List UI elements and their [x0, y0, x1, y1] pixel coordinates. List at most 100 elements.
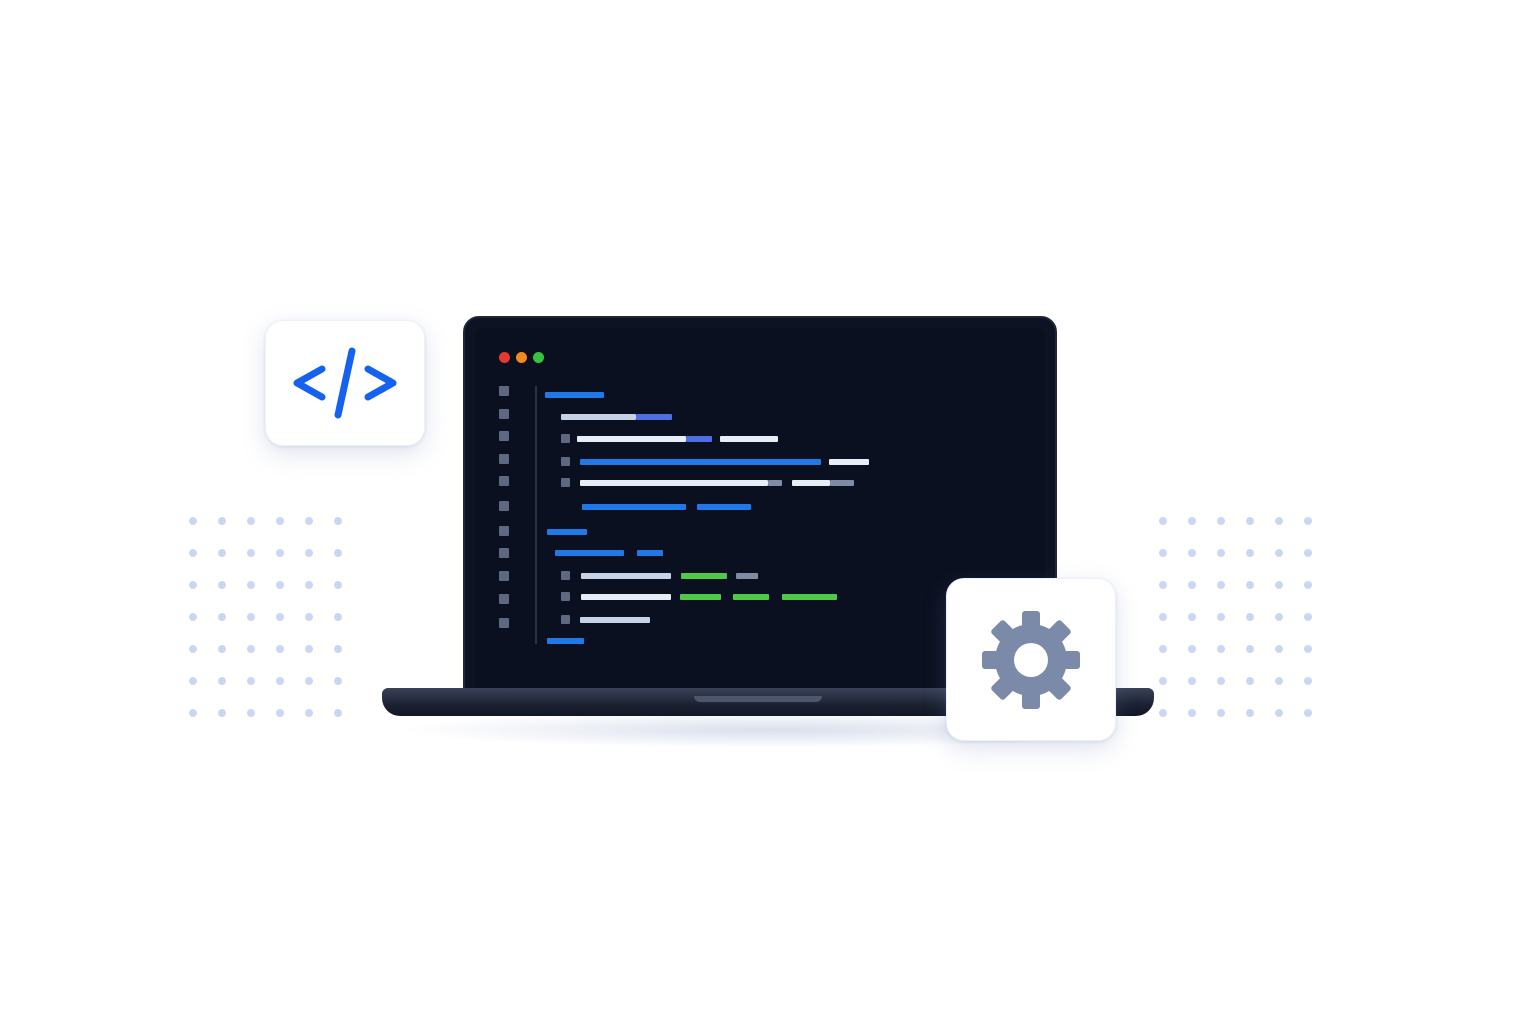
code-token [697, 504, 751, 510]
decor-dot [1246, 549, 1254, 557]
decor-dot [276, 581, 284, 589]
code-card [265, 320, 425, 446]
decor-dot [247, 709, 255, 717]
laptop-notch [694, 696, 822, 702]
code-fold-marker [561, 434, 570, 443]
window-maximize-dot [533, 352, 544, 363]
decor-dot [334, 517, 342, 525]
decor-dot [1304, 709, 1312, 717]
code-token [555, 550, 624, 556]
code-token [581, 573, 671, 579]
decor-dot [1188, 645, 1196, 653]
decor-dot [218, 677, 226, 685]
decor-dot [189, 645, 197, 653]
decor-dot [1188, 709, 1196, 717]
decor-dot [276, 677, 284, 685]
decor-dot [1188, 549, 1196, 557]
decor-dot [1159, 517, 1167, 525]
decor-dot [1159, 709, 1167, 717]
decor-dot [189, 581, 197, 589]
decor-dot [218, 613, 226, 621]
decor-dot [305, 645, 313, 653]
laptop-lid [463, 316, 1057, 692]
decor-dot [276, 517, 284, 525]
decor-dot [334, 549, 342, 557]
decor-dot [334, 613, 342, 621]
line-number-marker [499, 431, 509, 441]
gutter-divider [535, 386, 537, 644]
code-token [829, 459, 869, 465]
line-number-marker [499, 571, 509, 581]
decor-dot [1246, 581, 1254, 589]
decor-dot [218, 645, 226, 653]
code-token [830, 480, 854, 486]
decor-dot [247, 517, 255, 525]
decor-dot [189, 709, 197, 717]
decor-dot [247, 549, 255, 557]
decor-dot [1188, 581, 1196, 589]
decor-dot [1275, 581, 1283, 589]
line-number-marker [499, 454, 509, 464]
decor-dot [276, 613, 284, 621]
gear-icon [982, 610, 1080, 709]
line-number-marker [499, 594, 509, 604]
code-token [681, 573, 727, 579]
decor-dot [305, 581, 313, 589]
code-token [561, 414, 636, 420]
code-token [686, 436, 712, 442]
decor-dot [1188, 613, 1196, 621]
code-fold-marker [561, 615, 570, 624]
decor-dot [1304, 549, 1312, 557]
decor-dot [276, 709, 284, 717]
code-token [720, 436, 778, 442]
decor-dot [218, 517, 226, 525]
code-token [547, 529, 587, 535]
decor-dot [247, 581, 255, 589]
decor-dot [1275, 677, 1283, 685]
line-number-marker [499, 526, 509, 536]
line-number-marker [499, 409, 509, 419]
code-token [581, 594, 671, 600]
code-token [636, 414, 672, 420]
code-token [637, 550, 663, 556]
decor-dot [189, 613, 197, 621]
decor-dot [247, 645, 255, 653]
line-number-marker [499, 548, 509, 558]
code-token [580, 617, 650, 623]
code-token [680, 594, 721, 600]
decor-dot [1275, 709, 1283, 717]
code-token [580, 459, 821, 465]
decor-dot [1217, 517, 1225, 525]
decor-dot [1217, 709, 1225, 717]
decor-dot [1275, 645, 1283, 653]
decor-dot [334, 709, 342, 717]
code-token [736, 573, 758, 579]
decor-dot [1275, 613, 1283, 621]
code-token [582, 504, 686, 510]
decor-dot [1304, 645, 1312, 653]
decor-dot [1217, 677, 1225, 685]
code-fold-marker [561, 592, 570, 601]
window-close-dot [499, 352, 510, 363]
decor-dot [1246, 517, 1254, 525]
code-token [545, 392, 604, 398]
decor-dot [1188, 517, 1196, 525]
code-token [768, 480, 782, 486]
decor-dot [305, 677, 313, 685]
decor-dot [305, 709, 313, 717]
gear-card [946, 578, 1116, 741]
decor-dot [305, 549, 313, 557]
decor-dot [1159, 677, 1167, 685]
decor-dot [1304, 517, 1312, 525]
decor-dot [189, 549, 197, 557]
code-brackets-icon [293, 347, 397, 419]
decor-dot [334, 645, 342, 653]
decor-dot [1159, 549, 1167, 557]
decor-dot [1188, 677, 1196, 685]
decor-dot [1217, 549, 1225, 557]
decor-dot [247, 613, 255, 621]
code-token [547, 638, 584, 644]
decor-dot [1304, 677, 1312, 685]
decor-dot [1159, 613, 1167, 621]
